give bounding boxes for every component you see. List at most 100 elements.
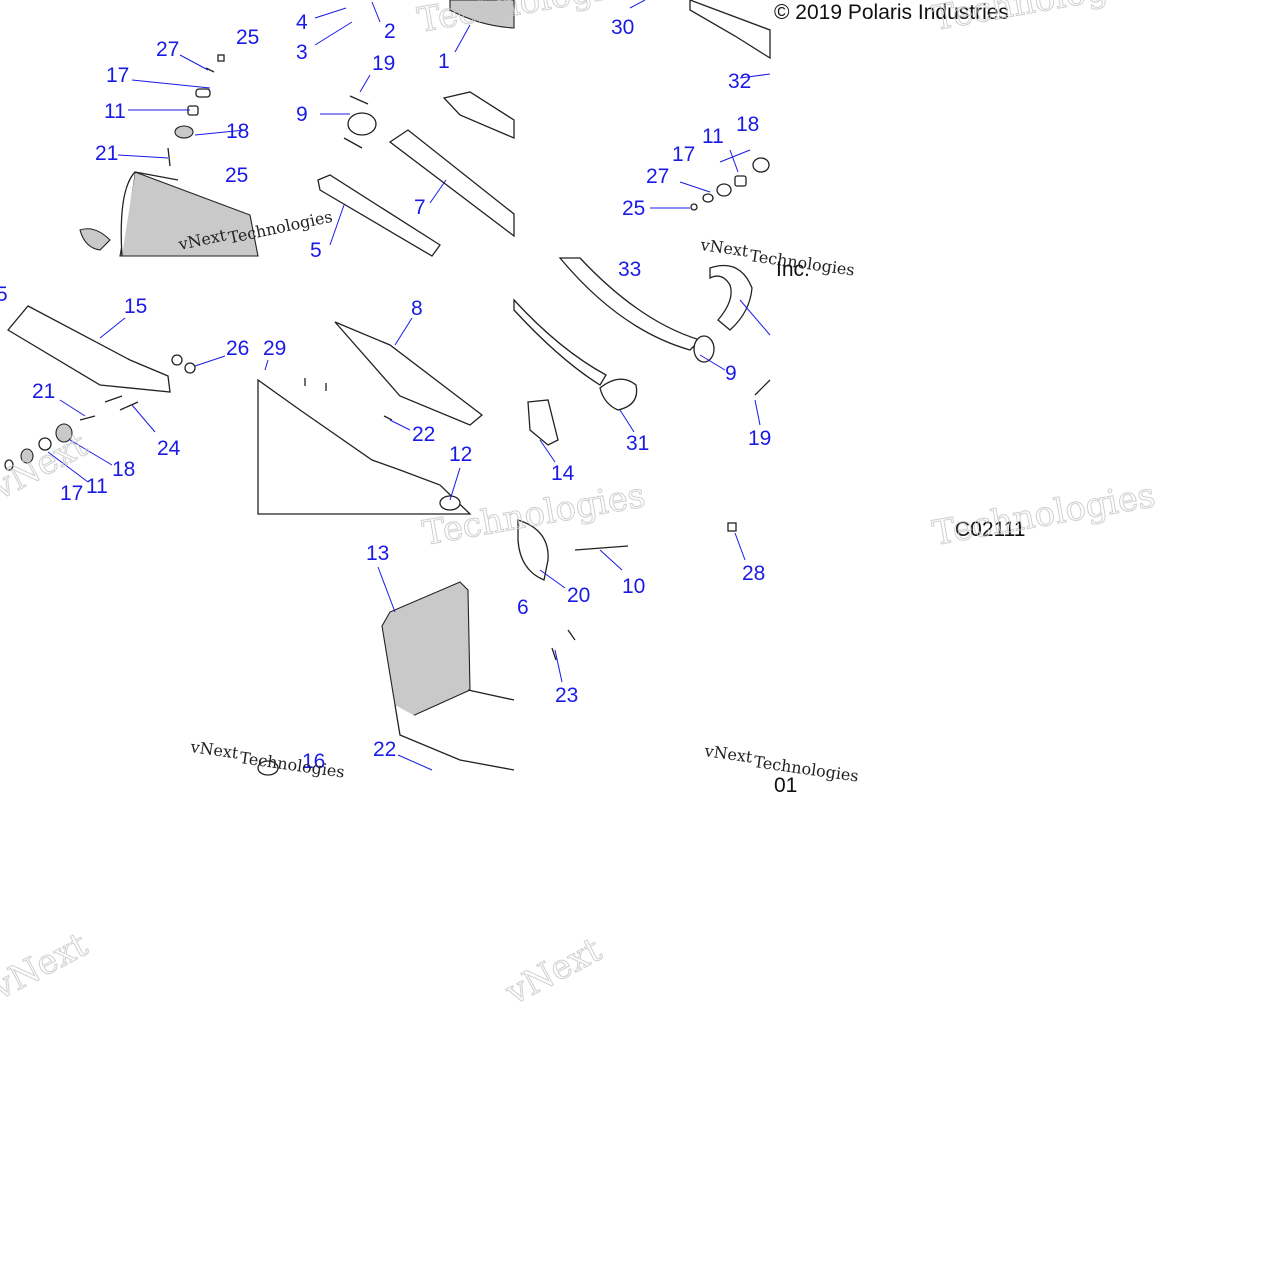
sensor-part	[574, 545, 629, 551]
bushing-part	[734, 175, 747, 187]
callout-5: 5	[310, 239, 322, 262]
callout-11: 11	[104, 100, 126, 123]
callout-25: 25	[225, 164, 248, 187]
callout-9: 9	[296, 103, 308, 126]
watermark-text: vNext	[0, 925, 95, 1009]
watermark-text: Technologies	[930, 475, 1159, 553]
callout-25: 25	[236, 26, 259, 49]
stud-part	[551, 629, 576, 661]
callout-24: 24	[157, 437, 181, 460]
heat-shield-part	[442, 91, 515, 139]
muffler-tip-part	[79, 228, 111, 251]
watermark: Technologies	[929, 475, 1159, 554]
nut-part	[217, 54, 225, 62]
silencer-pipe-part	[449, 0, 515, 29]
watermarks: vNext Technologies vNext Technologies vN…	[0, 0, 1159, 1014]
washer-part	[20, 448, 34, 464]
heat-shield-part	[517, 519, 549, 581]
callout-15: 15	[124, 295, 147, 318]
callout-32: 32	[728, 70, 751, 93]
callout-28: 28	[742, 562, 765, 585]
heat-shield-part	[334, 321, 484, 426]
watermark-text: Technologies	[752, 752, 860, 786]
watermark: Technologies	[414, 0, 644, 41]
bracket-part	[527, 399, 559, 446]
washer-part	[4, 459, 14, 471]
elbow-part	[599, 378, 638, 411]
callout-17: 17	[672, 143, 695, 166]
callout-5: 5	[0, 283, 8, 306]
callout-3: 3	[296, 41, 308, 64]
mid-pipe-part	[388, 129, 515, 238]
callout-17: 17	[60, 482, 83, 505]
nut-part	[690, 203, 698, 211]
callout-6: 6	[517, 596, 529, 619]
washer-part	[716, 183, 732, 197]
callout-9: 9	[725, 362, 737, 385]
callout-18: 18	[736, 113, 759, 136]
callout-16: 16	[302, 750, 325, 773]
grommet-part	[55, 423, 73, 443]
part-drawings	[4, 0, 771, 776]
callout-27: 27	[156, 38, 179, 61]
callout-23: 23	[555, 684, 578, 707]
callout-33: 33	[618, 258, 641, 281]
callout-13: 13	[366, 542, 389, 565]
callout-19: 19	[748, 427, 771, 450]
callout-30: 30	[611, 16, 634, 39]
grommet-part	[184, 362, 196, 374]
callout-18: 18	[112, 458, 135, 481]
nut-part	[727, 522, 737, 532]
drawing-code: C02111	[955, 518, 1025, 541]
watermark: Technologies	[929, 0, 1159, 39]
grommet-part	[171, 354, 183, 366]
spring-part	[754, 379, 771, 396]
callout-11: 11	[702, 125, 724, 148]
copyright-suffix: Inc.	[776, 258, 810, 281]
title-block: © 2019 Polaris Industries Inc. C02111 01	[774, 1, 1025, 797]
header-pipe-part	[689, 0, 771, 60]
watermark-text: vNext	[698, 235, 750, 261]
callout-18: 18	[226, 120, 249, 143]
gasket-part	[439, 495, 461, 511]
callout-14: 14	[551, 462, 575, 485]
copyright-text: © 2019 Polaris Industries	[774, 1, 1009, 24]
heat-shield-part	[7, 305, 171, 393]
leader-lines	[47, 0, 771, 771]
callout-27: 27	[646, 165, 669, 188]
watermark: vNext	[0, 924, 95, 1009]
elbow-part	[709, 264, 753, 331]
bushing-part	[38, 437, 52, 451]
watermark-text: vNext	[188, 737, 240, 763]
callout-4: 4	[296, 11, 308, 34]
watermark-text: Technologies	[415, 0, 644, 41]
callout-2: 2	[384, 20, 396, 43]
watermark-text: vNext	[499, 930, 609, 1014]
skid-plate-part	[381, 581, 471, 719]
callout-21: 21	[32, 380, 55, 403]
callout-31: 31	[626, 432, 649, 455]
callout-21: 21	[95, 142, 118, 165]
watermark-text: vNext	[702, 741, 754, 767]
pin-part	[205, 67, 215, 73]
cover-part	[257, 378, 472, 515]
callout-numbers: 1 2 3 4 5 5 6 7 8 9 9 10 11 11 11 12 13 …	[0, 11, 771, 773]
callout-8: 8	[411, 297, 423, 320]
callout-29: 29	[263, 337, 286, 360]
skid-plate-outline	[394, 689, 515, 771]
clamp-part	[347, 112, 377, 136]
bolt-part	[304, 378, 393, 421]
callout-7: 7	[414, 196, 426, 219]
watermark-text: Technologies	[930, 0, 1159, 39]
callout-19: 19	[372, 52, 395, 75]
washer-part	[702, 193, 714, 203]
head-pipe-part	[513, 298, 607, 386]
callout-17: 17	[106, 64, 129, 87]
bolt-part	[167, 147, 171, 167]
callout-20: 20	[567, 584, 590, 607]
bolt-part	[79, 395, 139, 421]
clamp-part	[693, 335, 715, 363]
watermark-text: Technologies	[238, 748, 346, 782]
callout-26: 26	[226, 337, 249, 360]
